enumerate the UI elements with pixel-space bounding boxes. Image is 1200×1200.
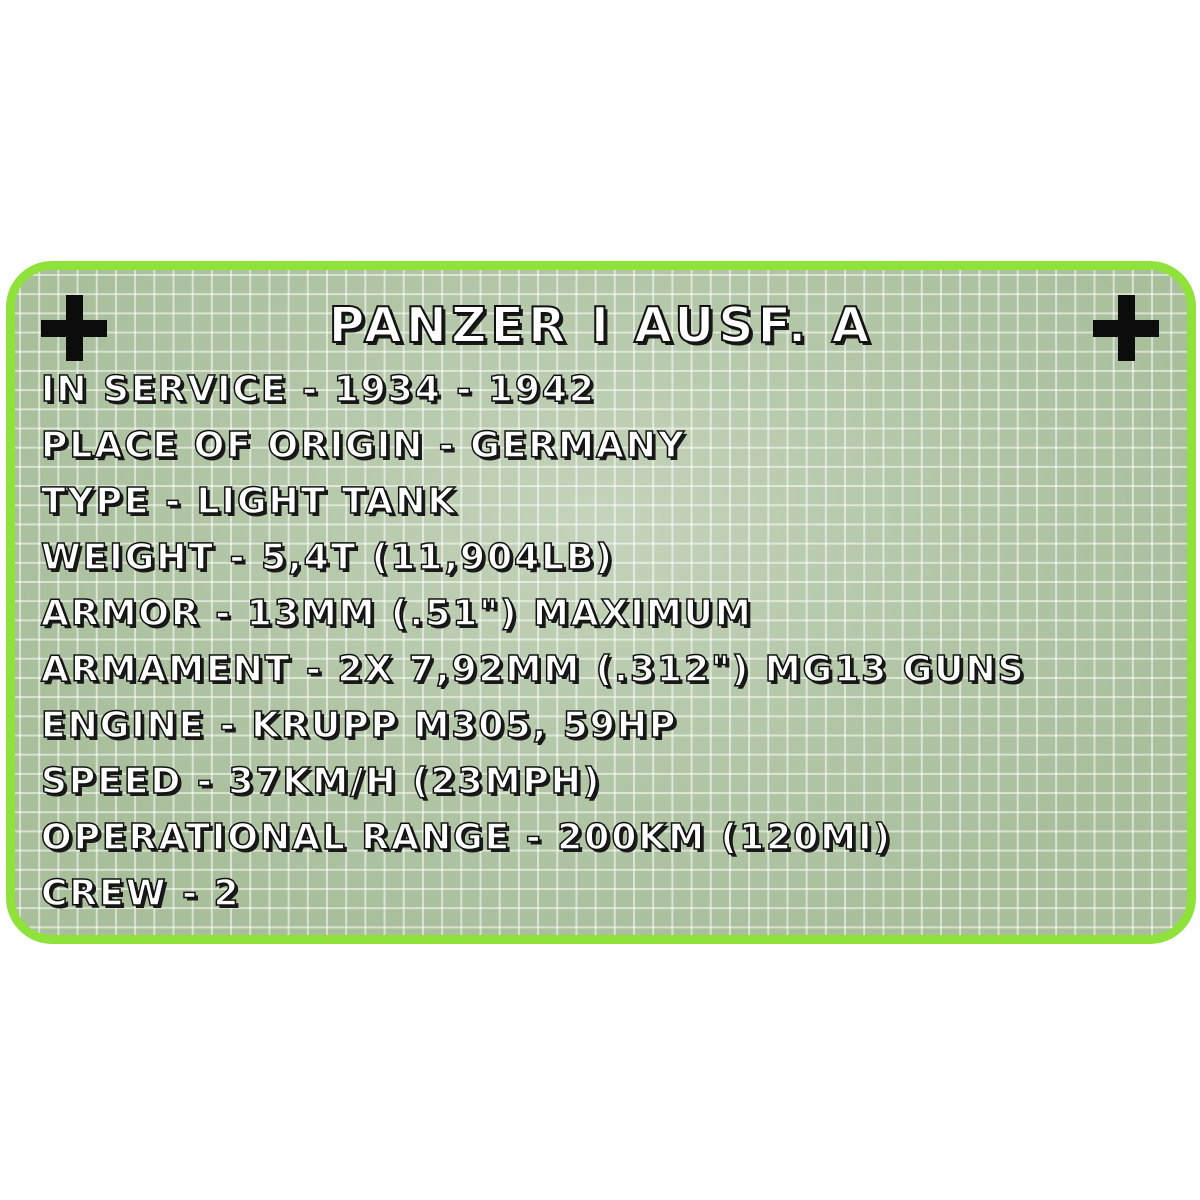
card-title: PANZER I AUSF. A <box>328 296 874 355</box>
spec-armor: ARMOR - 13MM (.51") MAXIMUM <box>40 592 753 635</box>
spec-crew: CREW - 2 <box>40 872 241 915</box>
spec-engine: ENGINE - KRUPP M305, 59HP <box>40 704 678 747</box>
spec-type: TYPE - LIGHT TANK <box>40 480 458 523</box>
spec-armament: ARMAMENT - 2X 7,92MM (.312") MG13 GUNS <box>40 648 1026 691</box>
spec-weight: WEIGHT - 5,4T (11,904LB) <box>40 536 615 579</box>
spec-operational-range: OPERATIONAL RANGE - 200KM (120MI) <box>40 816 892 859</box>
spec-list: IN SERVICE - 1934 - 1942 PLACE OF ORIGIN… <box>40 362 1026 922</box>
cross-icon <box>41 295 107 361</box>
spec-speed: SPEED - 37KM/H (23MPH) <box>40 760 602 803</box>
spec-in-service: IN SERVICE - 1934 - 1942 <box>40 368 596 411</box>
spec-place-of-origin: PLACE OF ORIGIN - GERMANY <box>40 424 687 467</box>
spec-card: PANZER I AUSF. A IN SERVICE - 1934 - 194… <box>6 261 1196 944</box>
cross-icon <box>1093 295 1159 361</box>
